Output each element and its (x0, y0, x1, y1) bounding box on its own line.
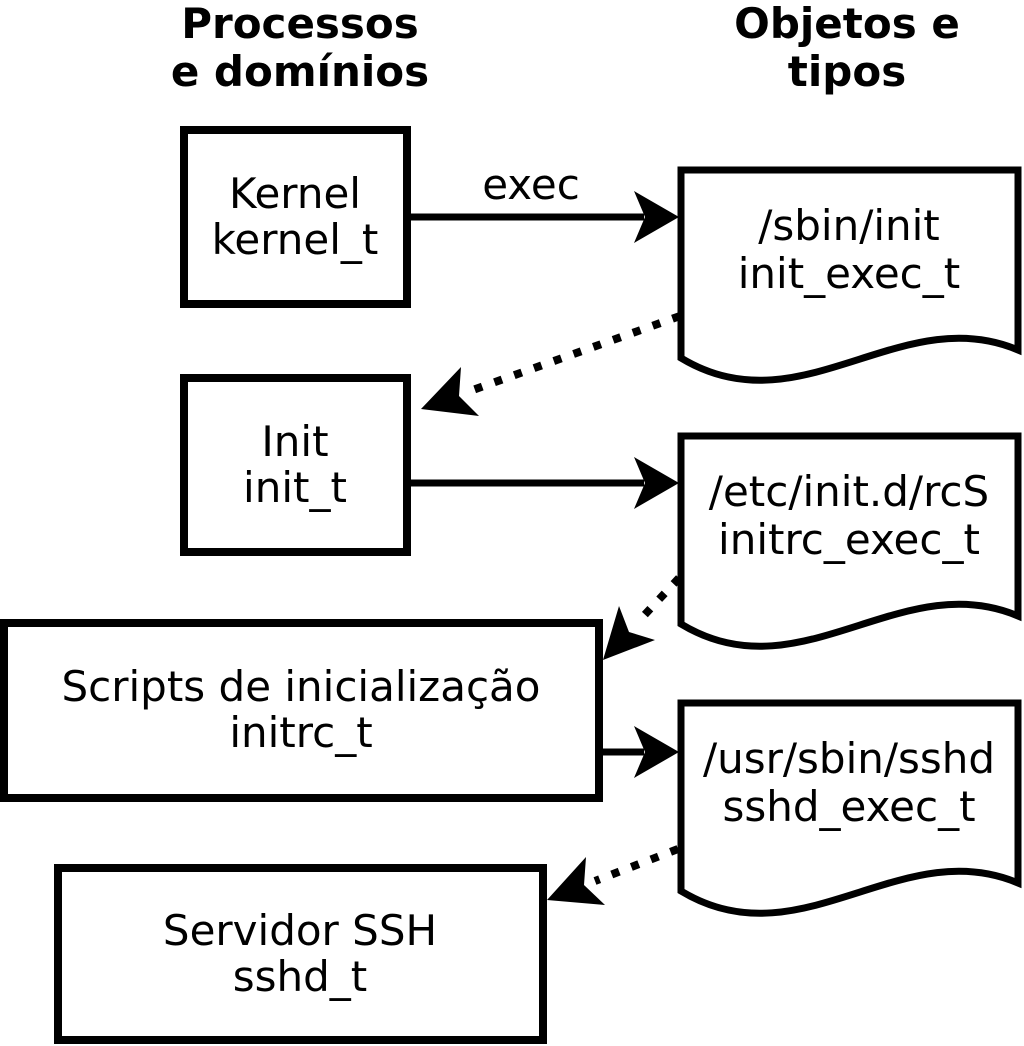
process-box-init-rect (180, 374, 411, 556)
process-box-initrc-rect (0, 619, 603, 802)
header-processes-line2: e domínios (171, 47, 429, 96)
process-sshd-type: sshd_t (233, 952, 368, 1001)
arrowhead-icon (547, 857, 605, 905)
object-init-exec-type: init_exec_t (738, 249, 961, 298)
arrowhead-icon (603, 606, 655, 660)
document-shape-icon (677, 699, 1022, 917)
process-box-initrc: Scripts de inicialização initrc_t (0, 619, 603, 802)
exec-arrow-initrc-to-sshd-exec (599, 726, 679, 778)
process-box-sshd: Servidor SSH sshd_t (54, 864, 547, 1044)
process-box-init: Init init_t (180, 374, 411, 556)
arrowhead-icon (634, 191, 679, 243)
object-doc-init-exec: /sbin/init init_exec_t (677, 166, 1022, 384)
document-shape-icon (677, 432, 1022, 650)
column-header-objects: Objetos e tipos (734, 0, 960, 96)
header-processes-line1: Processos (181, 0, 419, 48)
dotted-arrow-line (634, 575, 682, 626)
process-box-sshd-rect (54, 864, 547, 1044)
object-sshd-exec-type: sshd_exec_t (722, 782, 975, 831)
exec-label: exec (482, 160, 580, 209)
process-box-kernel-rect (180, 126, 411, 308)
arrowhead-icon (634, 457, 679, 509)
dotted-arrow-line (468, 312, 682, 395)
transition-arrow-init-exec-to-init (421, 312, 682, 416)
process-box-kernel: Kernel kernel_t (180, 126, 411, 308)
column-header-processes: Processos e domínios (171, 0, 429, 96)
transition-arrow-initrc-exec-to-initrc (603, 575, 682, 660)
process-sshd-name: Servidor SSH (163, 906, 437, 955)
process-kernel-type: kernel_t (212, 215, 379, 264)
object-doc-sshd-exec: /usr/sbin/sshd sshd_exec_t (677, 699, 1022, 917)
object-init-exec-path: /sbin/init (758, 201, 940, 250)
arrowhead-icon (634, 726, 679, 778)
document-shape-icon (677, 166, 1022, 384)
dotted-arrow-line (593, 845, 680, 885)
process-initrc-type: initrc_t (229, 708, 372, 757)
header-objects-line2: tipos (788, 47, 906, 96)
header-objects-line1: Objetos e (734, 0, 960, 48)
object-initrc-exec-path: /etc/init.d/rcS (709, 467, 989, 516)
process-initrc-name: Scripts de inicialização (61, 662, 540, 711)
transition-arrow-sshd-exec-to-sshd (547, 845, 680, 905)
arrowhead-icon (421, 367, 479, 416)
object-sshd-exec-path: /usr/sbin/sshd (703, 734, 995, 783)
exec-arrow-kernel-to-init-exec: exec (408, 160, 679, 243)
object-initrc-exec-type: initrc_exec_t (718, 515, 980, 564)
process-init-name: Init (261, 417, 328, 466)
process-kernel-name: Kernel (229, 169, 361, 218)
exec-arrow-init-to-initrc-exec (408, 457, 679, 509)
process-init-type: init_t (243, 463, 347, 512)
object-doc-initrc-exec: /etc/init.d/rcS initrc_exec_t (677, 432, 1022, 650)
